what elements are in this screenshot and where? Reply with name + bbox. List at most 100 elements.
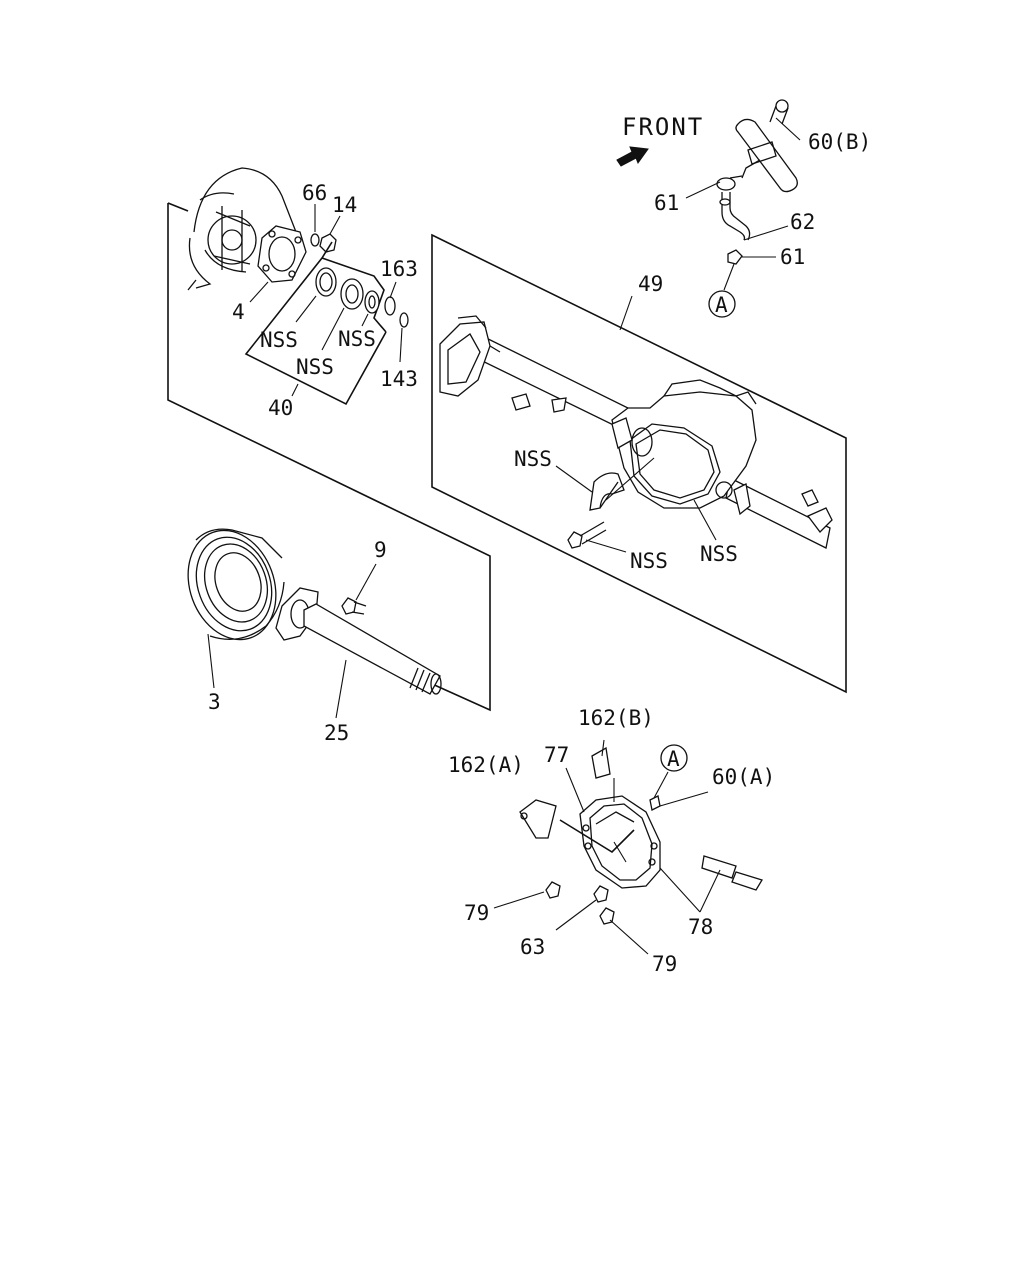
breather-hose-end xyxy=(719,198,731,206)
axle-flange-left-top xyxy=(457,315,487,329)
shaft-bolt-head xyxy=(341,597,357,615)
callout-162a: 162(A) xyxy=(448,753,524,777)
vent-tube xyxy=(735,118,798,193)
leader-49 xyxy=(619,295,633,331)
leader-4 xyxy=(249,281,269,303)
front-indicator: FRONT xyxy=(616,113,702,167)
leader-3 xyxy=(207,633,215,689)
bearing-race-3-inner xyxy=(368,295,376,309)
leader-61-upper xyxy=(685,181,721,199)
differential-bore xyxy=(631,427,653,457)
callout-62: 62 xyxy=(790,210,815,234)
leader-78 xyxy=(659,867,721,913)
backing-plate-center xyxy=(221,229,243,251)
frame-left-top xyxy=(167,202,189,212)
brake-drum xyxy=(187,528,285,689)
oring-143 xyxy=(399,312,409,328)
vent-outlet xyxy=(741,159,761,179)
callout-nss-4: NSS xyxy=(514,447,552,471)
leader-nss-5 xyxy=(585,539,627,553)
callout-63: 63 xyxy=(520,935,545,959)
ref-marker-a-bottom xyxy=(660,744,688,772)
axle-bracket-3 xyxy=(801,489,819,507)
brake-drum-hub xyxy=(214,552,262,612)
retainer-plate xyxy=(249,225,307,303)
bracket-162a-hole xyxy=(520,812,528,820)
brake-drum-outer xyxy=(187,529,277,641)
bearing-kit-top xyxy=(321,257,387,333)
bearing-race-3 xyxy=(364,290,380,314)
axle-bracket-4 xyxy=(733,483,751,516)
axle-shaft-end xyxy=(430,673,442,695)
leader-40 xyxy=(291,383,299,397)
callout-40: 40 xyxy=(268,396,293,420)
leader-nss-2 xyxy=(321,307,345,351)
ref-marker-a-top-label: A xyxy=(715,293,728,317)
leader-79b xyxy=(609,919,649,955)
bearing-cap xyxy=(589,472,625,511)
differential-top xyxy=(663,379,737,397)
vent-clamp xyxy=(747,141,777,165)
bearing-kit xyxy=(244,241,409,406)
callout-14: 14 xyxy=(332,193,357,217)
washer-nut xyxy=(310,204,341,253)
vent-cap-stem xyxy=(769,105,789,125)
backing-plate-inner-arc-2 xyxy=(204,249,247,273)
leader-143 xyxy=(399,327,403,363)
retainer-plate-bore xyxy=(268,236,296,272)
leader-nss-1 xyxy=(295,295,317,323)
backing-plate xyxy=(187,167,297,291)
leader-163 xyxy=(389,281,397,299)
bracket-162b xyxy=(591,746,611,779)
differential-cover-inner xyxy=(635,429,715,499)
cover-bolt-hole-4 xyxy=(648,858,656,866)
leader-9 xyxy=(355,563,377,601)
axle-bracket-2 xyxy=(551,397,567,413)
cap-bolt-head xyxy=(567,531,583,549)
axle-shaft xyxy=(275,587,442,719)
retainer-hole-3 xyxy=(262,264,270,272)
callout-25: 25 xyxy=(324,721,349,745)
backing-plate-tab xyxy=(187,279,197,291)
axle-housing-frame xyxy=(431,233,847,694)
callout-labels: 60(B) 61 62 61 66 14 163 49 4 NSS NSS NS… xyxy=(208,130,871,976)
leader-162a xyxy=(559,819,635,854)
bearing-race-2 xyxy=(340,278,364,310)
callout-nss-2: NSS xyxy=(296,355,334,379)
retainer-hole-2 xyxy=(294,236,302,244)
axle-flange-left-face xyxy=(447,333,481,385)
leader-62 xyxy=(743,225,789,241)
retainer-plate-body xyxy=(257,225,307,283)
hose-clip-upper-tab xyxy=(729,175,743,179)
vent-cap xyxy=(775,99,789,113)
backing-plate-hub xyxy=(207,215,257,265)
leader-77 xyxy=(565,767,585,813)
differential-cover-rib xyxy=(595,811,635,825)
leader-ref-a-top xyxy=(723,263,735,291)
seal-163 xyxy=(384,296,396,316)
brake-drum-ring-1 xyxy=(195,536,273,632)
backing-plate-inner-arc xyxy=(199,192,235,201)
ref-marker-a-bottom-label: A xyxy=(667,747,680,771)
differential-cover-face xyxy=(629,423,721,505)
callout-nss-3: NSS xyxy=(338,327,376,351)
bearing-cap-edge xyxy=(599,481,619,509)
callout-49: 49 xyxy=(638,272,663,296)
callout-78: 78 xyxy=(688,915,713,939)
callout-60a: 60(A) xyxy=(712,765,775,789)
cover-pin-78-tip xyxy=(731,871,763,891)
axle-flange-left xyxy=(439,321,491,397)
cover-bolt-79a xyxy=(545,881,561,899)
brake-drum-back xyxy=(195,528,283,559)
axle-flange-left-neck xyxy=(489,345,501,353)
axle-housing xyxy=(439,315,833,553)
cover-pin-78 xyxy=(701,855,737,879)
callout-60b: 60(B) xyxy=(808,130,871,154)
backing-plate-lower xyxy=(188,237,212,289)
shaft-bolt-shank xyxy=(351,601,367,615)
axle-shaft-body xyxy=(303,603,441,695)
cover-bolt-hole-3 xyxy=(650,842,658,850)
leader-79a xyxy=(493,891,545,909)
